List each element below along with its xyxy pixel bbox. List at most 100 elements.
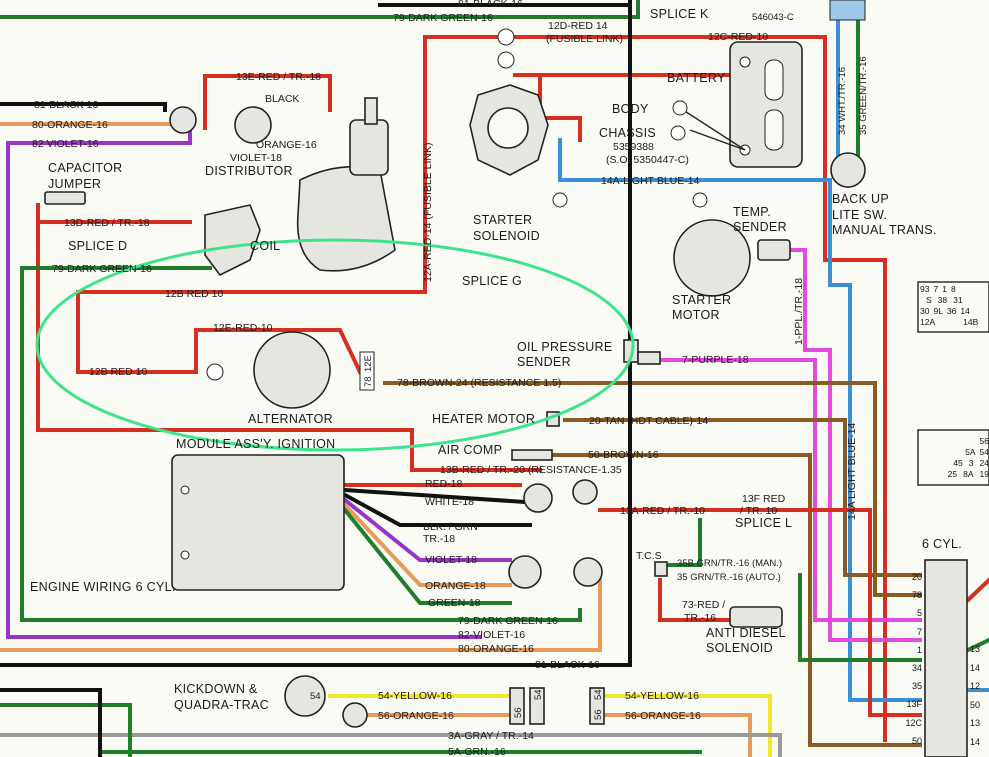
label-white-18: WHITE-18 xyxy=(425,496,474,508)
anti-diesel-solenoid-symbol xyxy=(729,606,783,628)
label-35-grn-auto: 35 GRN/TR.-16 (AUTO.) xyxy=(677,572,781,583)
fuse-cell: 14 xyxy=(960,306,970,316)
label-54-yellow-a: 54-YELLOW-16 xyxy=(378,690,452,702)
label-tr-18: TR.-18 xyxy=(423,533,455,545)
label-20-tan: 20-TAN (HDT CABLE)-14 xyxy=(589,415,708,427)
kickdown-plug-3 xyxy=(589,687,605,725)
wire-14a-light-blue xyxy=(558,138,922,702)
module-connector-3 xyxy=(508,555,542,589)
wire-81-black-bottom xyxy=(0,0,632,667)
wire-13a-red xyxy=(598,508,922,717)
fuse-cell: 38 xyxy=(937,295,948,305)
label-80-orange-b: 80-ORANGE-16 xyxy=(458,643,534,655)
label-orange-18: ORANGE-18 xyxy=(425,580,486,592)
tcs-switch-symbol xyxy=(654,561,668,577)
label-546043: 546043-C xyxy=(752,12,794,23)
wire-white-18 xyxy=(342,487,528,505)
label-73-red: 73-RED / xyxy=(682,599,725,611)
label-82-violet: 82 VIOLET-16 xyxy=(32,138,99,150)
label-kickdown-2: QUADRA-TRAC xyxy=(174,698,269,712)
label-34-wht: 34 WHT./TR.-16 xyxy=(837,67,848,135)
label-starter-motor-1: STARTER xyxy=(672,293,731,307)
wire-orange-18 xyxy=(342,502,512,587)
body-ground-line xyxy=(679,107,746,151)
connector-pin: 13 xyxy=(970,644,981,654)
wire-12a-red xyxy=(423,35,500,294)
label-13f-red: 13F RED xyxy=(742,493,786,505)
wire-79-dark-green-down xyxy=(20,266,582,622)
label-six-cyl: 6 CYL. xyxy=(922,537,962,551)
fuse-block-lower xyxy=(917,429,989,486)
label-back-up-2: LITE SW. xyxy=(832,208,887,222)
connector-pin: 20 xyxy=(911,572,922,582)
distributor-symbol xyxy=(296,165,396,272)
fuse-row-1: 93 7 1 8 xyxy=(920,284,989,295)
wire-73-red xyxy=(658,578,732,622)
label-alt-78: 78 xyxy=(363,376,374,387)
label-coil: COIL xyxy=(250,239,280,253)
fuse-lower-row-4: 25 8A 19 xyxy=(922,469,989,480)
label-13e-red: 13E-RED / TR.-18 xyxy=(236,71,321,83)
label-13d-red: 13D-RED / TR.-18 xyxy=(64,217,150,229)
highlight-ellipse xyxy=(35,238,635,452)
wire-20-tan xyxy=(563,418,922,577)
battery-post-pos xyxy=(739,56,751,68)
label-35b-grn: 35B GRN/TR.-16 (MAN.) xyxy=(677,558,782,569)
label-13a-red: 13A-RED / TR.-10 xyxy=(620,505,705,517)
label-blk-grn: BLK. / GRN xyxy=(423,521,478,533)
label-tcs: T.C.S xyxy=(636,550,662,562)
wire-black-bottom-left xyxy=(0,688,102,757)
label-heater-motor: HEATER MOTOR xyxy=(432,412,535,426)
wire-blk-grn xyxy=(342,492,532,527)
label-black-dist: BLACK xyxy=(265,93,299,105)
connector-pins-right: 13 14 12 50 13 14 xyxy=(970,640,989,751)
fuse-cell: 1 xyxy=(942,284,947,294)
label-splice-d: SPLICE D xyxy=(68,239,127,253)
wire-56-orange-b xyxy=(603,713,752,757)
ignition-module-symbol xyxy=(171,454,345,591)
fuse-cell: 8A xyxy=(963,469,974,479)
fuse-row-2: S 38 31 xyxy=(920,295,989,306)
fusible-link-splice xyxy=(497,28,515,46)
fuse-block-lower-labels: 56 5A 54 45 3 24 25 8A 19 xyxy=(922,436,989,480)
label-oil-sender-2: SENDER xyxy=(517,355,571,369)
kickdown-connector xyxy=(342,702,368,728)
module-connector-1 xyxy=(523,483,553,513)
module-connector-2 xyxy=(572,479,598,505)
connector-pin: 34 xyxy=(911,663,922,674)
fuse-cell: 54 xyxy=(979,447,989,457)
wire-12c-red xyxy=(513,35,887,742)
capacitor-connector xyxy=(169,106,197,134)
wire-35b-grn xyxy=(798,573,922,662)
coil-symbol xyxy=(204,204,261,277)
connector-pin: 50 xyxy=(970,699,981,710)
label-alternator: ALTERNATOR xyxy=(248,412,333,426)
fuse-cell: 8 xyxy=(950,284,956,294)
label-red-18: RED-18 xyxy=(425,478,463,490)
label-81-black-top: 81-BLACK-16 xyxy=(458,0,523,10)
label-3a-gray: 3A-GRAY / TR.-14 xyxy=(448,730,534,742)
starter-solenoid-core xyxy=(487,107,529,149)
wire-79-dark-green-top xyxy=(0,0,640,19)
chassis-ground-icon xyxy=(670,125,686,141)
label-80-orange: 80-ORANGE-16 xyxy=(32,119,108,131)
label-anti-diesel-2: SOLENOID xyxy=(706,641,773,655)
fuse-cell: 30 xyxy=(920,306,930,316)
six-cyl-connector xyxy=(924,559,968,757)
label-kd-54b: 54 xyxy=(533,689,544,700)
wire-54-yellow-b xyxy=(603,694,772,757)
connector-pin: 1 xyxy=(916,644,922,655)
wire-7-purple xyxy=(658,358,922,622)
connector-pins-left: 20 78 5 7 1 34 35 13F 12C 50 xyxy=(898,568,922,750)
alternator-plug xyxy=(359,351,375,391)
fuse-cell: 93 xyxy=(920,284,930,294)
kickdown-solenoid-symbol xyxy=(284,675,326,717)
fuse-cell: 24 xyxy=(979,458,989,468)
label-13b-red: 13B-RED / TR.-20 (RESISTANCE-1.35 xyxy=(440,464,622,476)
chassis-ground-line xyxy=(689,129,746,151)
connector-pin: 7 xyxy=(916,626,922,637)
module-connector-4 xyxy=(573,557,603,587)
label-56-orange-a: 56-ORANGE-16 xyxy=(378,710,454,722)
fuse-cell: 9L xyxy=(933,306,943,316)
